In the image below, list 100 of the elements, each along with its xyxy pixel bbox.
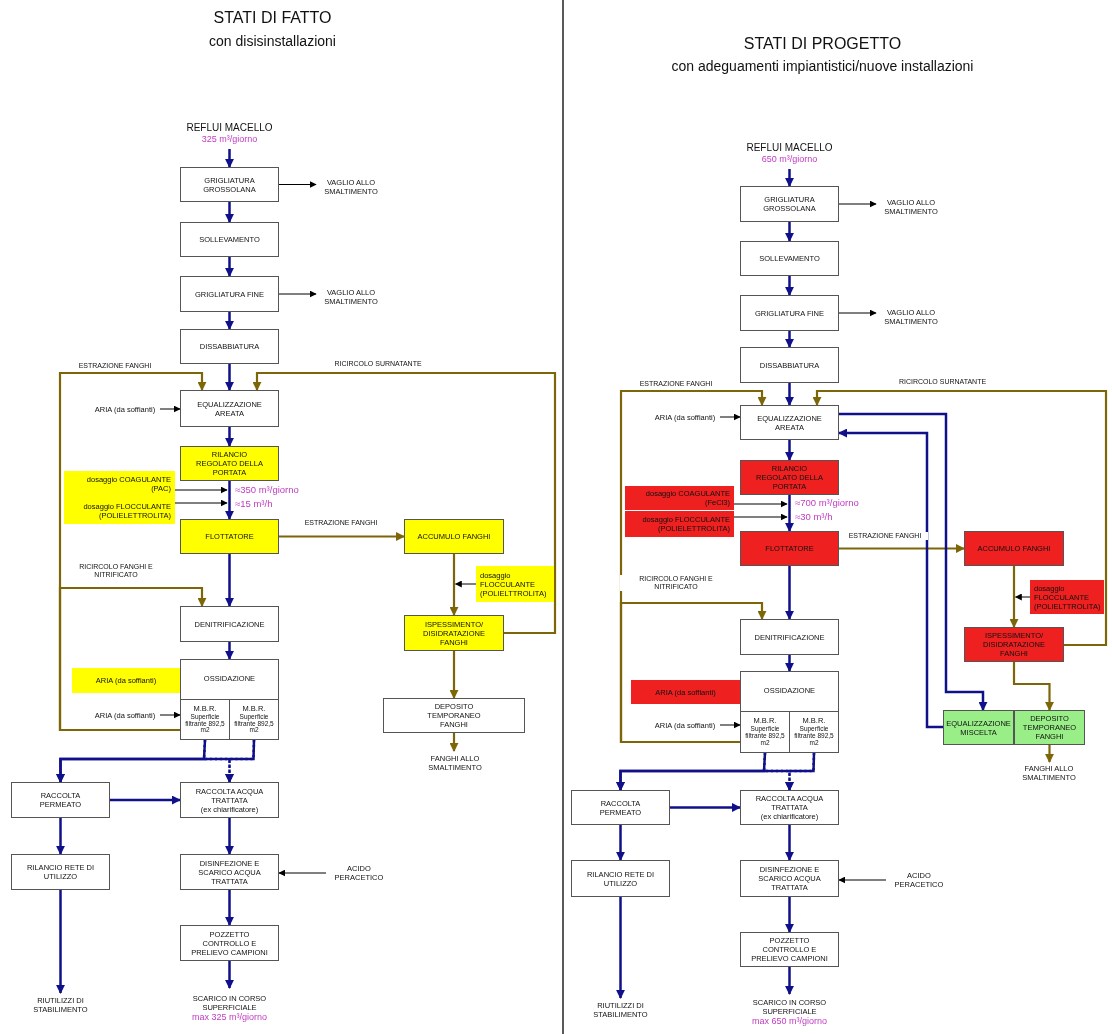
arrow	[619, 601, 767, 744]
highlight-band	[625, 486, 734, 510]
arrow	[785, 897, 794, 933]
arrow	[225, 739, 256, 783]
process-box	[1014, 710, 1085, 745]
highlight-band	[625, 511, 734, 537]
arrow	[812, 389, 1108, 647]
flow-rate: ≈15 m³/h	[235, 498, 274, 510]
arrow	[785, 331, 794, 348]
arrow	[278, 290, 317, 298]
arrow	[159, 405, 181, 413]
flow-rate: ≈350 m³/giorno	[235, 484, 300, 496]
highlight-band	[476, 566, 554, 602]
process-box	[740, 619, 839, 655]
flow-rate: max 325 m³/giorno	[191, 1012, 267, 1024]
heading: STATI DI FATTO	[212, 8, 333, 28]
arrow	[278, 181, 317, 188]
arrow	[839, 544, 965, 553]
arrow	[278, 869, 327, 877]
arrow	[174, 499, 228, 507]
arrow	[159, 711, 181, 719]
arrow	[1014, 593, 1031, 601]
process-box	[571, 790, 670, 825]
arrow	[785, 276, 794, 296]
process-box	[964, 627, 1064, 662]
arrow	[225, 257, 234, 277]
process-box	[11, 854, 110, 890]
arrow	[785, 222, 794, 242]
process-box	[180, 659, 279, 740]
arrow	[225, 149, 234, 168]
arrow	[225, 364, 234, 391]
arrow	[225, 642, 234, 660]
arrow	[838, 200, 877, 208]
arrow	[785, 752, 816, 791]
arrow	[670, 803, 741, 812]
arrow	[225, 890, 234, 926]
arrow	[785, 825, 794, 861]
process-box	[740, 241, 839, 276]
arrow	[733, 500, 788, 508]
process-box	[740, 295, 839, 331]
process-box	[740, 860, 839, 897]
node-label: REFLUI MACELLO	[746, 142, 833, 155]
arrow	[616, 897, 625, 999]
arrow	[785, 967, 794, 995]
process-box	[180, 519, 279, 554]
process-box	[571, 860, 670, 897]
arrow	[1009, 566, 1019, 628]
process-box	[964, 531, 1064, 566]
arrow	[838, 309, 877, 317]
flow-rate: ≈30 m³/h	[795, 511, 834, 523]
process-box	[740, 460, 839, 495]
arrow	[225, 961, 234, 989]
process-box	[740, 671, 839, 753]
highlight-band	[64, 471, 175, 497]
process-box	[180, 222, 279, 257]
process-box	[11, 782, 110, 818]
process-box	[383, 698, 525, 733]
process-box	[740, 932, 839, 967]
flow-rate: 325 m³/giorno	[201, 134, 258, 146]
arrow	[838, 876, 887, 884]
arrow	[454, 580, 477, 588]
arrow	[110, 795, 181, 805]
arrow	[449, 733, 459, 752]
process-box	[740, 790, 839, 825]
process-box	[180, 446, 279, 481]
arrow	[56, 739, 256, 783]
process-box	[180, 606, 279, 642]
highlight-band	[72, 668, 180, 693]
arrow	[449, 554, 459, 616]
arrow	[56, 890, 65, 994]
flow-rate: 650 m³/giorno	[761, 154, 818, 166]
process-box	[180, 390, 279, 427]
arrow	[449, 651, 459, 699]
arrow	[838, 428, 943, 729]
arrow	[58, 586, 207, 732]
arrow	[616, 825, 625, 861]
process-box	[740, 405, 839, 440]
heading: con adeguamenti impiantistici/nuove installazioni	[670, 58, 975, 75]
heading: con disisinstallazioni	[208, 33, 337, 50]
process-box	[180, 167, 279, 202]
arrow	[174, 486, 228, 494]
arrow	[225, 427, 234, 447]
arrow	[225, 554, 234, 607]
arrow	[785, 495, 794, 532]
process-box	[180, 925, 279, 961]
process-box	[740, 531, 839, 566]
flow-rate: ≈700 m³/giorno	[795, 497, 860, 509]
heading: STATI DI PROGETTO	[742, 34, 903, 54]
process-box	[180, 276, 279, 312]
arrow	[225, 312, 234, 330]
arrow	[785, 440, 794, 461]
arrow	[252, 371, 557, 635]
arrow	[1045, 745, 1054, 763]
arrow	[785, 169, 794, 187]
arrow	[733, 513, 788, 521]
arrow	[616, 752, 816, 791]
process-box	[404, 519, 504, 554]
process-box	[740, 347, 839, 383]
arrow	[785, 566, 794, 620]
process-box	[404, 615, 504, 651]
